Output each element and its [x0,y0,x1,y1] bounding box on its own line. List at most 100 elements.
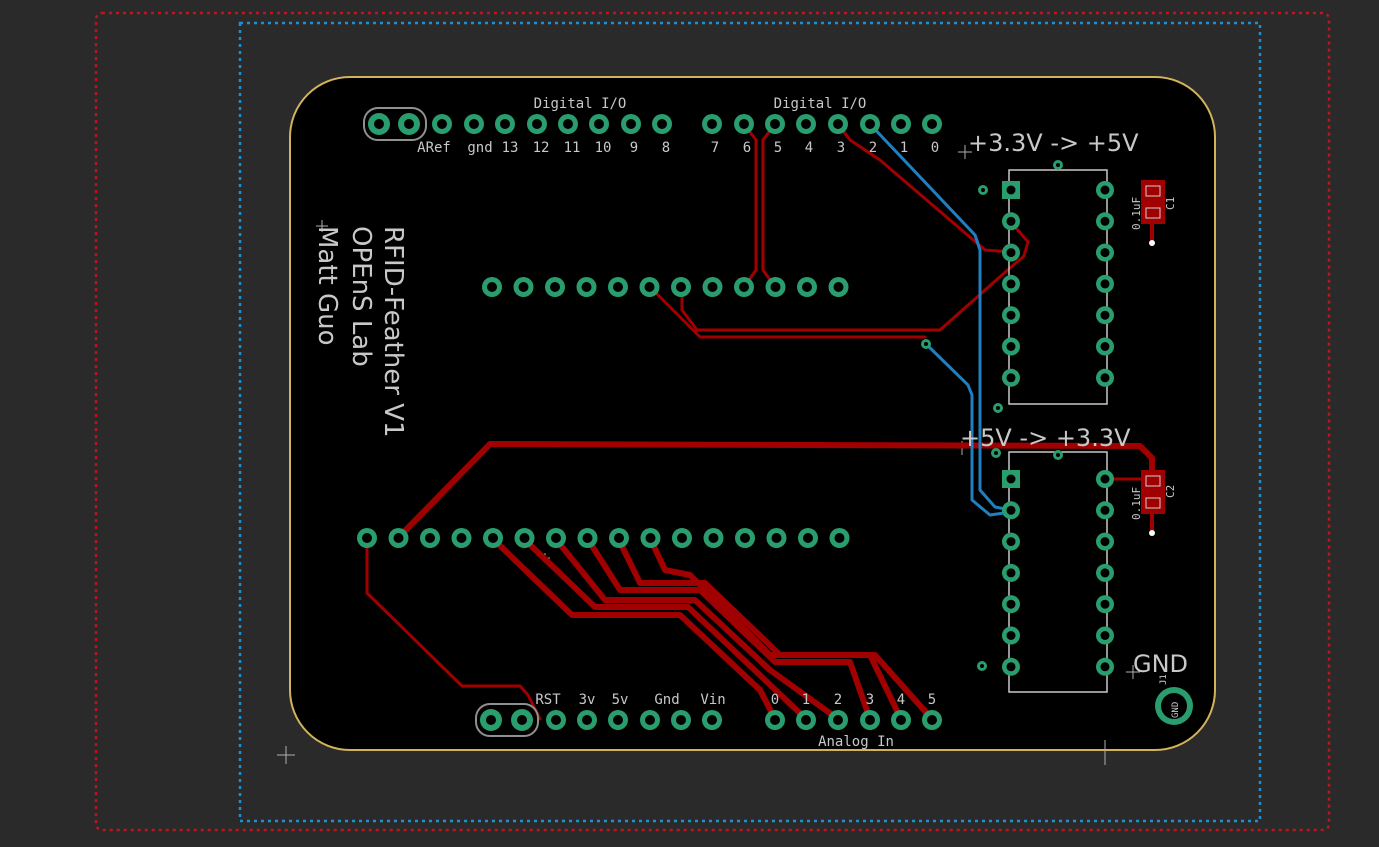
header-pad-top-right[interactable] [702,114,722,134]
feather-pad-bottom-row[interactable] [829,528,850,548]
header-pad-top-left[interactable] [558,114,578,134]
ic-pin-left[interactable] [1002,368,1020,387]
header-pad-power[interactable] [671,710,691,730]
feather-pad-top-row[interactable] [734,277,754,297]
feather-pad-bottom-row[interactable] [798,528,818,548]
ic-pin-right[interactable] [1096,368,1114,387]
capacitor-c1[interactable]: C1 0.1uF [1130,180,1177,246]
feather-pad-top-row[interactable] [608,277,628,297]
header-pad-top-right[interactable] [922,114,942,134]
header-pad-top-right[interactable] [828,114,848,134]
ic-pin-left[interactable] [1002,243,1020,262]
header-pad-analog[interactable] [922,710,942,730]
ic-pin-right[interactable] [1096,501,1114,520]
header-pad-analog[interactable] [860,710,880,730]
ic-pin-right[interactable] [1096,626,1114,645]
pin-label-top-left: 13 [502,140,519,156]
header-pad-power[interactable] [546,710,566,730]
feather-pad-bottom-row[interactable] [766,528,787,548]
header-pad-power[interactable] [702,710,722,730]
feather-pad-bottom-row[interactable] [357,528,377,548]
ic-pin-left[interactable] [1002,274,1020,293]
header-pad-power[interactable] [640,710,660,730]
capacitor-c2[interactable]: C2 0.1uF [1130,470,1177,536]
feather-pad-bottom-row[interactable] [420,528,440,548]
feather-pad-bottom-row[interactable] [577,528,598,548]
feather-pad-bottom-row[interactable] [672,528,692,548]
header-pad-analog[interactable] [796,710,816,730]
header-pad-top-right[interactable] [734,114,754,134]
header-pad-top-left[interactable] [495,114,515,134]
via-hole [980,664,984,668]
header-pad-top-left[interactable] [527,114,547,134]
feather-pad-top-row[interactable] [482,277,502,297]
feather-pad-top-row[interactable] [545,277,565,297]
ic-pin-left[interactable] [1002,563,1020,582]
header-pad-analog[interactable] [828,710,848,730]
feather-pad-bottom-row[interactable] [451,528,472,548]
feather-pad-bottom-row[interactable] [609,528,629,548]
ic-pin-left[interactable] [1002,181,1020,199]
header-pad-analog[interactable] [765,710,785,730]
ic-pin-right[interactable] [1096,337,1114,356]
feather-pad-top-row[interactable] [513,277,534,297]
pin-label-analog: 0 [771,692,779,708]
ic-pin-left[interactable] [1002,212,1020,231]
feather-pad-bottom-row[interactable] [703,528,724,548]
header-pad-gnd[interactable] [398,113,420,135]
ic-pin-right[interactable] [1096,212,1114,231]
feather-pad-bottom-row[interactable] [514,528,535,548]
header-pad-top-right[interactable] [796,114,816,134]
header-pad-power[interactable] [608,710,628,730]
header-bracket [363,107,427,141]
feather-pad-top-row[interactable] [828,277,849,297]
via-hole [996,406,1000,410]
feather-pad-top-row[interactable] [639,277,660,297]
feather-pad-top-row[interactable] [797,277,817,297]
ic-pin-right[interactable] [1096,306,1114,325]
header-bracket-bottom [475,703,539,737]
pin-label-power: 5v [612,692,629,708]
gnd-test-point[interactable]: GND J1 GND [1133,650,1193,725]
ic-pin-left[interactable] [1002,626,1020,645]
ic-pin-left[interactable] [1002,306,1020,325]
header-pad-top-left[interactable] [464,114,484,134]
ic-pin-left[interactable] [1002,337,1020,356]
feather-pad-bottom-row[interactable] [483,528,503,548]
ic-pin-right[interactable] [1096,657,1114,676]
ic-pin-left[interactable] [1002,595,1020,614]
ic-pin-left[interactable] [1002,501,1020,520]
header-pad-analog[interactable] [891,710,911,730]
header-pad-top-right[interactable] [891,114,911,134]
feather-pad-bottom-row[interactable] [640,528,661,548]
feather-pad-bottom-row[interactable] [735,528,755,548]
header-pad-top-right[interactable] [765,114,785,134]
ic-pin-right[interactable] [1096,243,1114,262]
pin-label-top-left: 11 [564,140,581,156]
ic-pin-left[interactable] [1002,470,1020,488]
header-pad-aref[interactable] [368,113,390,135]
feather-pad-bottom-row[interactable] [546,528,566,548]
header-pad-top-left[interactable] [589,114,609,134]
ic-pin-right[interactable] [1096,470,1114,488]
feather-pad-top-row[interactable] [765,277,786,297]
header-pad-power[interactable] [577,710,597,730]
feather-pad-top-row[interactable] [576,277,597,297]
header-pad-top-left[interactable] [652,114,672,134]
ic-pin-right[interactable] [1096,563,1114,582]
ic-pin-right[interactable] [1096,532,1114,551]
ic-pin-right[interactable] [1096,274,1114,293]
header-pad-top-left[interactable] [621,114,641,134]
ic-pin-right[interactable] [1096,595,1114,614]
header-pad-top-left[interactable] [432,114,452,134]
feather-pad-top-row[interactable] [671,277,691,297]
header-pad-top-right[interactable] [860,114,880,134]
header-pad-bottom-double[interactable] [511,709,533,731]
ic-pin-left[interactable] [1002,657,1020,676]
header-pad-bottom-double[interactable] [480,709,502,731]
ic-pin-left[interactable] [1002,532,1020,551]
feather-pad-top-row[interactable] [702,277,723,297]
ic-pin-right[interactable] [1096,181,1114,199]
feather-pad-bottom-row[interactable] [388,528,409,548]
